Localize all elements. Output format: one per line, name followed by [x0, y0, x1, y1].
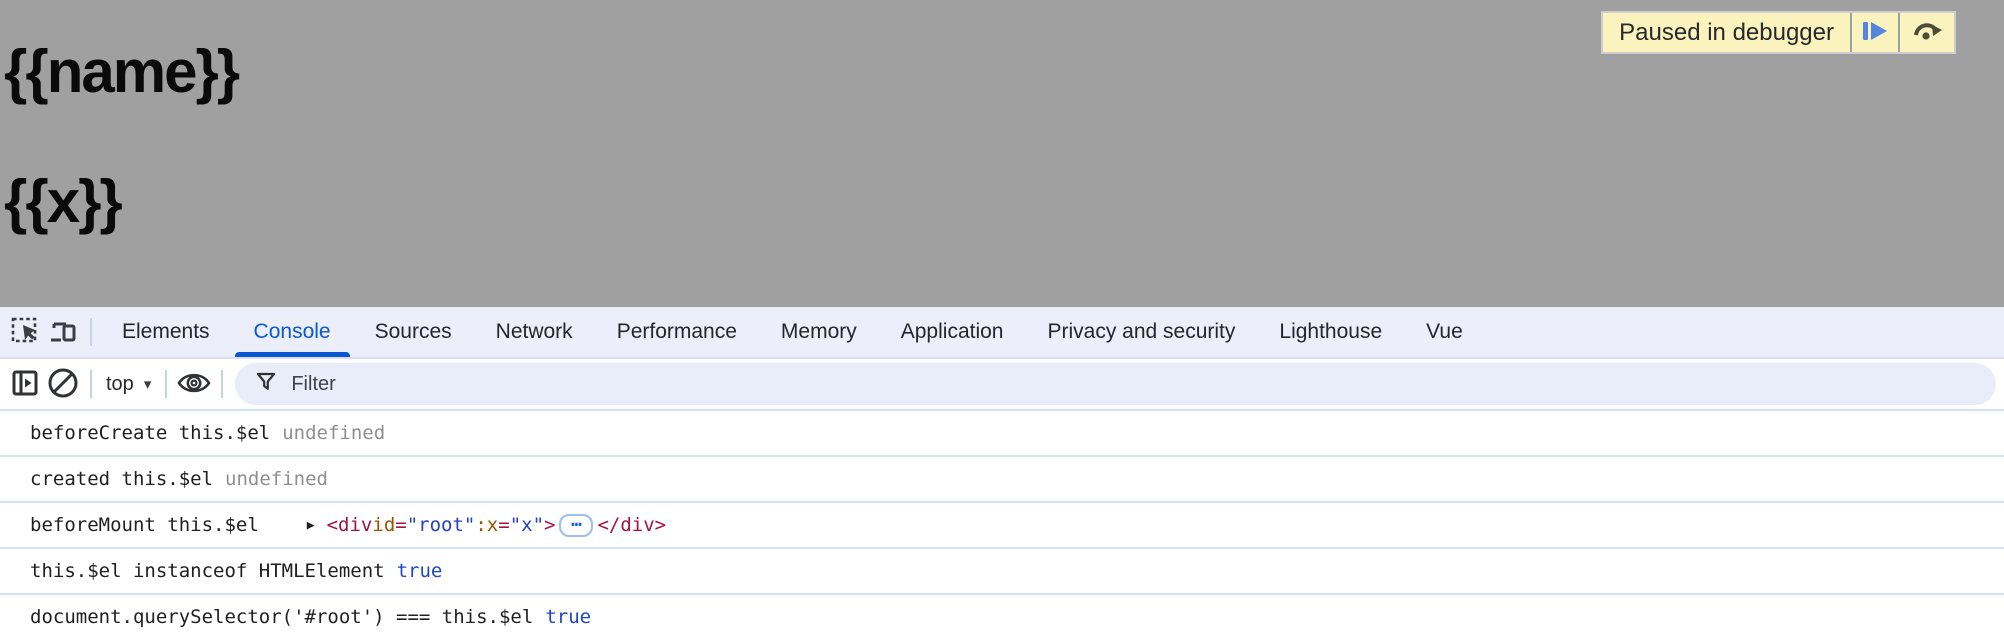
- resume-script-button[interactable]: [1852, 13, 1898, 52]
- toolbar-divider: [221, 370, 224, 398]
- token-attr: :x: [475, 514, 499, 536]
- toolbar-divider: [90, 370, 92, 398]
- console-filter-input[interactable]: Filter: [235, 363, 1996, 405]
- token-tag: =: [395, 514, 407, 536]
- token-str: "x": [509, 514, 545, 536]
- inspect-cursor-icon: [10, 316, 40, 349]
- console-message-text: this.$el instanceof HTMLElement: [30, 560, 385, 582]
- console-toolbar: top ▾ Filter: [0, 359, 2004, 411]
- token-tag: >: [544, 514, 556, 536]
- console-message: beforeCreate this.$el undefined: [0, 411, 2004, 457]
- tab-console[interactable]: Console: [232, 307, 353, 357]
- tab-privacy-and-security[interactable]: Privacy and security: [1025, 307, 1257, 357]
- tab-sources[interactable]: Sources: [353, 307, 474, 357]
- filter-placeholder: Filter: [291, 372, 336, 395]
- token-str: "root": [406, 514, 476, 536]
- inline-expand-ellipsis-icon[interactable]: ⋯: [559, 513, 594, 537]
- page-heading-name: {{name}}: [4, 38, 240, 105]
- tab-performance[interactable]: Performance: [595, 307, 759, 357]
- device-toolbar-icon: [48, 317, 78, 348]
- token-attr: id: [372, 514, 396, 536]
- live-expression-button[interactable]: [175, 364, 213, 404]
- token-tag: <div: [326, 514, 373, 536]
- step-over-icon: [1912, 19, 1942, 46]
- filter-funnel-icon: [255, 371, 277, 398]
- tab-lighthouse[interactable]: Lighthouse: [1257, 307, 1404, 357]
- expand-triangle-icon[interactable]: ▶: [306, 517, 315, 533]
- toolbar-divider: [90, 318, 92, 346]
- toolbar-divider: [165, 370, 168, 398]
- console-value-boolean: true: [545, 606, 592, 628]
- device-toolbar-button[interactable]: [44, 312, 82, 352]
- console-message: beforeMount this.$el▶<div id="root" :x="…: [0, 503, 2004, 549]
- console-value-undefined: undefined: [225, 468, 328, 490]
- page-viewport: {{name}} {{x}} Paused in debugger: [0, 0, 2004, 307]
- console-message-text: beforeCreate this.$el: [30, 422, 271, 444]
- caret-down-icon: ▾: [143, 375, 152, 393]
- step-over-button[interactable]: [1900, 13, 1954, 52]
- console-message-text: document.querySelector('#root') === this…: [30, 606, 534, 628]
- paused-banner-label: Paused in debugger: [1603, 13, 1850, 52]
- console-message-text: created this.$el: [30, 468, 214, 490]
- context-selector-value: top: [106, 372, 134, 395]
- console-message: created this.$el undefined: [0, 457, 2004, 503]
- console-value-boolean: true: [396, 560, 443, 582]
- clear-console-icon: [47, 367, 79, 402]
- tab-memory[interactable]: Memory: [759, 307, 879, 357]
- console-message-text: beforeMount this.$el: [30, 514, 259, 536]
- paused-in-debugger-banner: Paused in debugger: [1601, 11, 1956, 54]
- token-tag: </div>: [597, 514, 667, 536]
- tab-network[interactable]: Network: [474, 307, 595, 357]
- console-sidebar-toggle-button[interactable]: [6, 364, 44, 404]
- console-message: document.querySelector('#root') === this…: [0, 595, 2004, 634]
- token-tag: =: [498, 514, 510, 536]
- resume-icon: [1862, 20, 1888, 45]
- inspect-element-button[interactable]: [6, 312, 44, 352]
- tab-vue[interactable]: Vue: [1404, 307, 1485, 357]
- console-message: this.$el instanceof HTMLElement true: [0, 549, 2004, 595]
- javascript-context-selector[interactable]: top ▾: [100, 373, 157, 396]
- sidebar-panel-icon: [11, 369, 39, 400]
- eye-icon: [176, 369, 212, 400]
- tab-elements[interactable]: Elements: [100, 307, 232, 357]
- clear-console-button[interactable]: [44, 364, 82, 404]
- page-heading-x: {{x}}: [4, 168, 123, 235]
- tab-application[interactable]: Application: [879, 307, 1026, 357]
- element-preview: ▶<div id="root" :x="x">⋯</div>: [306, 513, 667, 537]
- console-value-undefined: undefined: [282, 422, 386, 444]
